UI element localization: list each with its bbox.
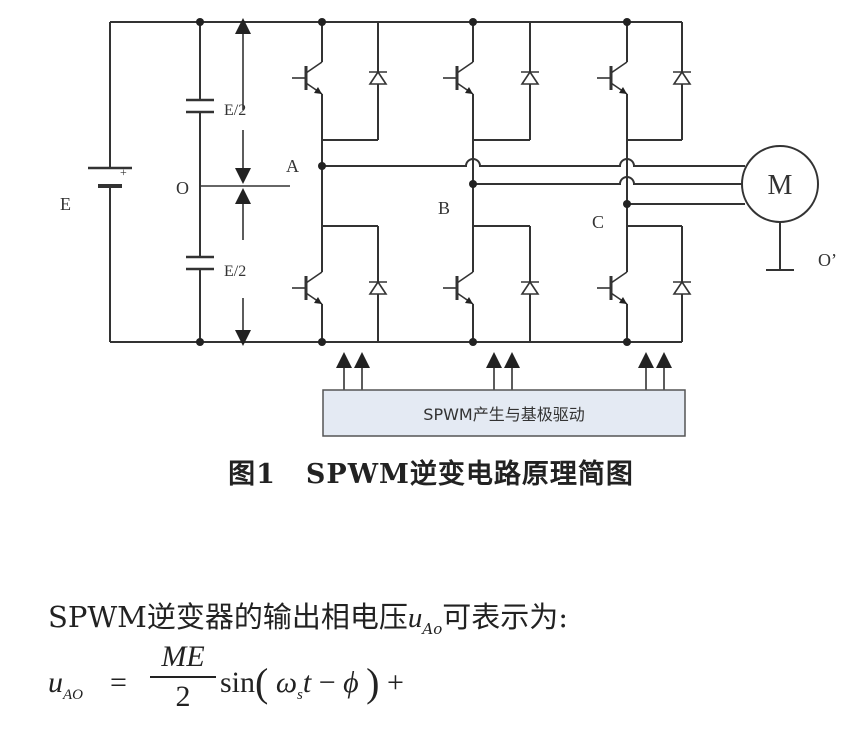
phase-b-label: B	[438, 198, 450, 218]
motor-label: M	[768, 170, 793, 201]
formula-fraction: ME 2	[148, 640, 218, 714]
neutral-label: O’	[818, 250, 837, 270]
sentence-start: SPWM逆变器的输出相电压	[48, 600, 408, 634]
fraction-numerator: ME	[161, 640, 205, 673]
formula-sine-term: sin( ωst − ϕ ) +	[220, 660, 404, 705]
phase-leg-a	[290, 22, 388, 342]
midpoint-label: O	[176, 178, 189, 198]
svg-text:+: +	[120, 165, 127, 179]
drive-signal-arrows	[336, 352, 672, 390]
phase-leg-b	[441, 22, 540, 342]
body-sentence: SPWM逆变器的输出相电压uAo可表示为:	[48, 594, 568, 638]
spwm-driver-box: SPWM产生与基极驱动	[322, 389, 686, 437]
output-voltage-formula: uAO = ME 2 sin( ωst − ϕ ) +	[48, 640, 548, 720]
motor-symbol: M	[741, 145, 819, 271]
voltage-variable: u	[407, 602, 423, 634]
capacitor-top	[186, 98, 214, 114]
junction-dots	[196, 18, 631, 346]
formula-equals: =	[110, 666, 127, 699]
caption-number: 图1	[228, 459, 276, 490]
fraction-bar	[150, 676, 216, 678]
output-lines	[322, 158, 745, 205]
driver-box-label: SPWM产生与基极驱动	[423, 405, 584, 424]
formula-lhs: uAO	[48, 666, 83, 703]
inverter-circuit-diagram: + E E/2 E/2 O	[60, 18, 837, 437]
battery-symbol: +	[88, 165, 132, 196]
fraction-denominator: 2	[175, 680, 191, 713]
source-label: E	[60, 194, 71, 214]
half-voltage-top-label: E/2	[224, 102, 246, 119]
half-voltage-bottom-label: E/2	[224, 263, 246, 280]
caption-title: SPWM逆变电路原理简图	[305, 459, 634, 490]
phase-a-label: A	[286, 156, 299, 176]
figure-caption: 图1 SPWM逆变电路原理简图	[0, 452, 862, 491]
phase-c-label: C	[592, 212, 604, 232]
voltage-variable-subscript: Ao	[422, 619, 443, 638]
sentence-end: 可表示为:	[442, 600, 569, 634]
capacitor-bottom	[186, 255, 214, 271]
phase-leg-c	[595, 22, 692, 342]
